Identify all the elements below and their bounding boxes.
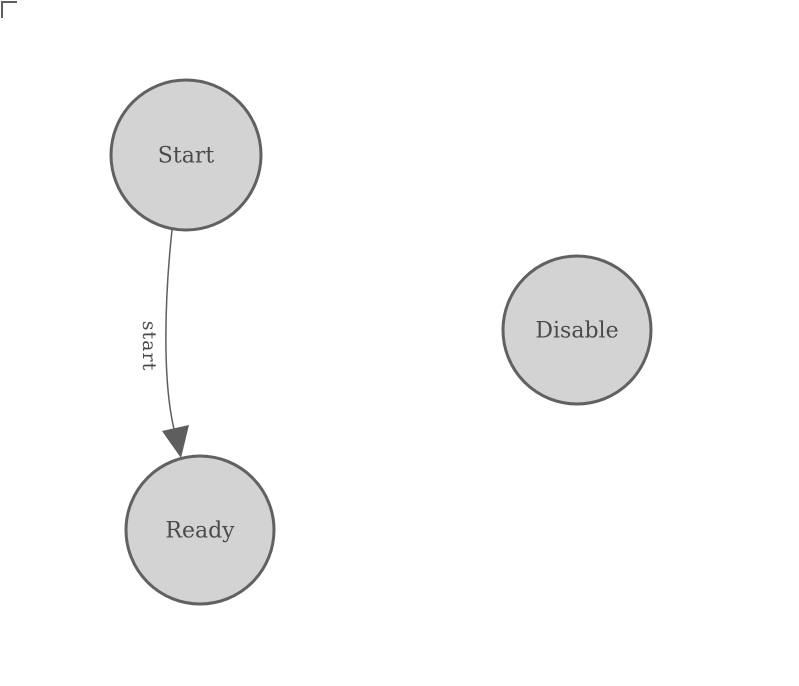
node-disable[interactable]: Disable xyxy=(501,254,653,406)
edge-label: start xyxy=(138,321,160,371)
node-label: Start xyxy=(158,143,215,168)
edge-line[interactable] xyxy=(165,229,175,430)
arrowhead-icon xyxy=(162,425,189,458)
node-start[interactable]: Start xyxy=(109,78,263,232)
node-ready[interactable]: Ready xyxy=(124,454,276,606)
node-label: Ready xyxy=(165,518,235,543)
node-circle[interactable] xyxy=(109,78,263,232)
edge-start-to-ready[interactable]: start xyxy=(138,229,189,458)
node-circle[interactable] xyxy=(501,254,653,406)
node-label: Disable xyxy=(535,318,618,343)
node-circle[interactable] xyxy=(124,454,276,606)
